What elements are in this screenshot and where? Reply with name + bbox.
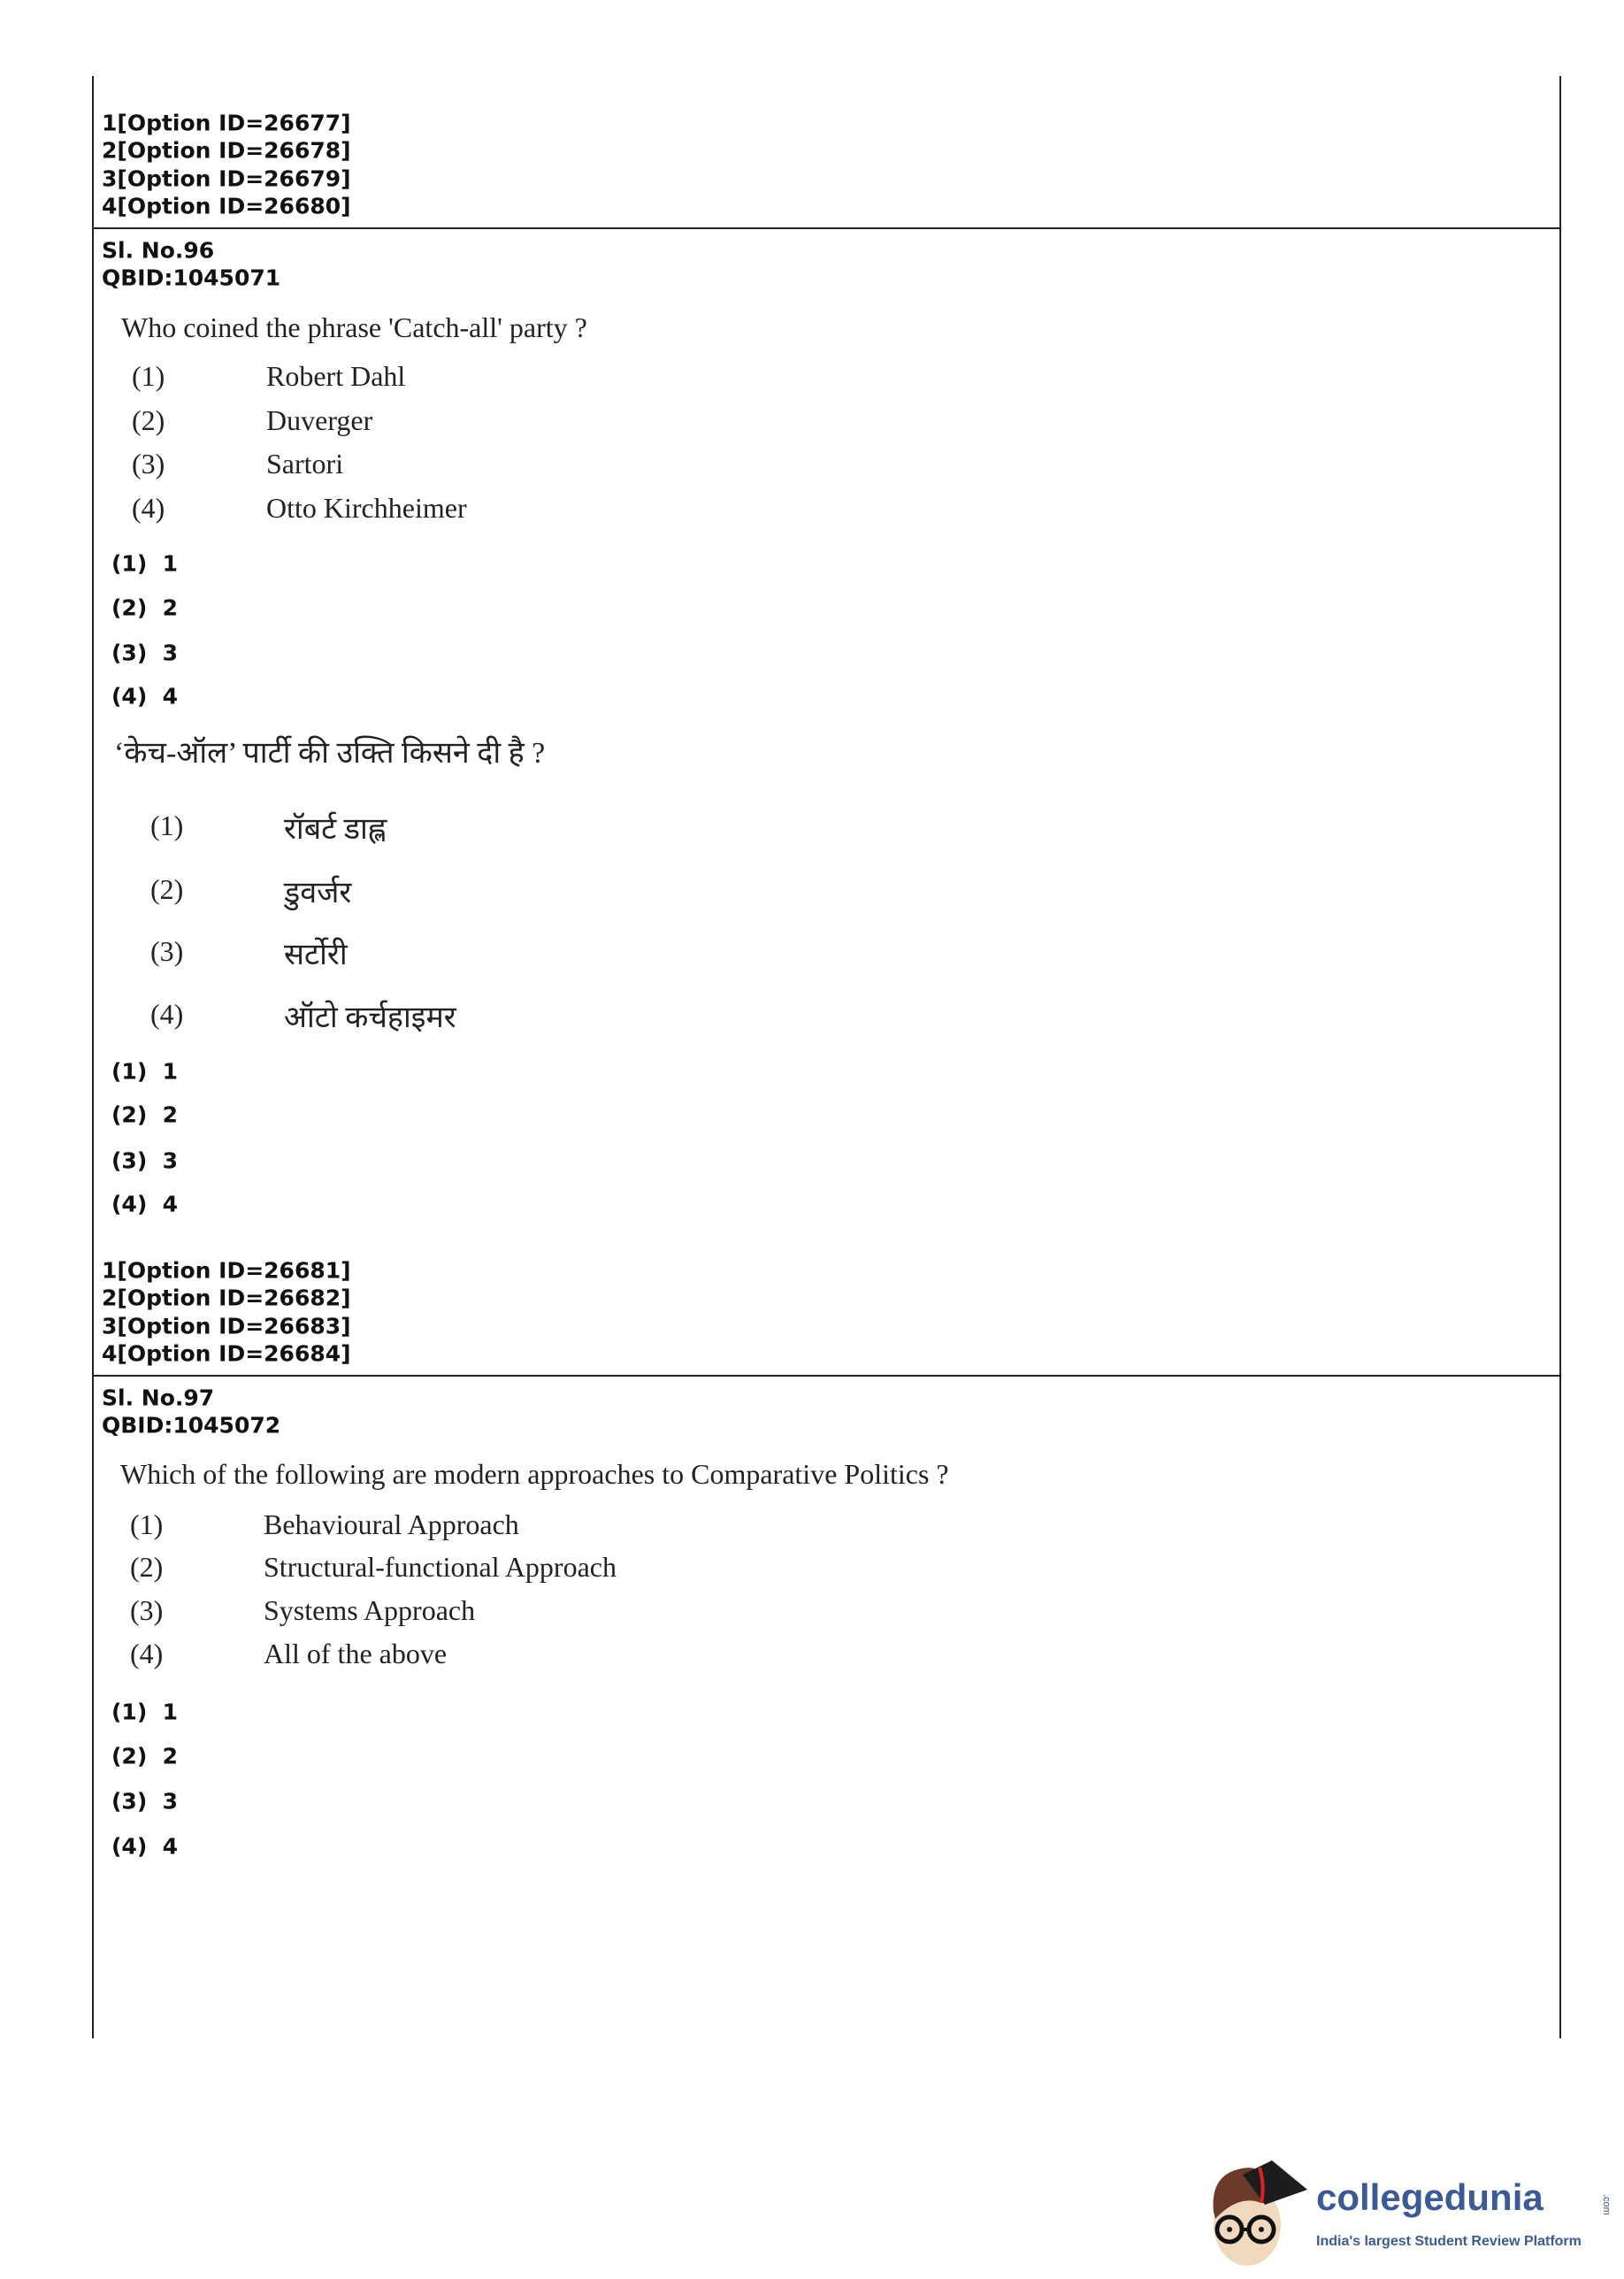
qbid: QBID:1045072 (102, 1412, 281, 1439)
brand-name: collegedunia (1316, 2176, 1544, 2218)
option-number: (4) (150, 998, 184, 1030)
answer-choice[interactable]: (1) 1 (111, 550, 179, 577)
option-number: (4) (132, 492, 165, 524)
option-text-hindi: सर्टोरी (284, 939, 348, 971)
option-text: Duverger (266, 404, 373, 436)
option-number: (2) (130, 1551, 164, 1583)
left-border (92, 76, 94, 2038)
option-text: Otto Kirchheimer (266, 492, 467, 524)
right-border (1559, 76, 1561, 2038)
answer-choice[interactable]: (3) 3 (111, 1788, 179, 1815)
option-id: 1[Option ID=26677] (102, 110, 351, 136)
option-number: (3) (150, 935, 184, 967)
option-number: (1) (130, 1508, 164, 1540)
option-id: 3[Option ID=26683] (102, 1313, 351, 1339)
question-text: Who coined the phrase 'Catch-all' party … (121, 311, 587, 343)
option-number: (4) (130, 1638, 164, 1669)
option-text: Systems Approach (264, 1594, 476, 1626)
brand-domain: .com (1601, 2194, 1612, 2215)
answer-choice[interactable]: (2) 2 (111, 595, 179, 621)
option-number: (2) (132, 404, 165, 436)
answer-choice[interactable]: (4) 4 (111, 1833, 179, 1860)
option-text-hindi: रॉबर्ट डाह्ल (284, 813, 387, 846)
option-text-hindi: ऑटो कर्चहाइमर (284, 1001, 456, 1034)
answer-choice[interactable]: (3) 3 (111, 640, 179, 666)
option-text: Behavioural Approach (264, 1508, 519, 1540)
brand-tagline: India's largest Student Review Platform (1316, 2234, 1582, 2249)
option-id: 4[Option ID=26684] (102, 1340, 351, 1367)
answer-choice[interactable]: (4) 4 (111, 683, 179, 710)
serial-number: Sl. No.96 (102, 237, 215, 264)
option-text: Structural-functional Approach (264, 1551, 617, 1583)
mascot-icon (1213, 2160, 1307, 2266)
answer-choice[interactable]: (4) 4 (111, 1191, 179, 1217)
option-id: 4[Option ID=26680] (102, 193, 351, 219)
option-text: All of the above (264, 1638, 448, 1669)
collegedunia-logo: collegedunia .com India's largest Studen… (1203, 2150, 1624, 2274)
question-text: Which of the following are modern approa… (120, 1458, 949, 1490)
serial-number: Sl. No.97 (102, 1385, 215, 1411)
qbid: QBID:1045071 (102, 265, 281, 291)
answer-choice[interactable]: (2) 2 (111, 1743, 179, 1769)
option-number: (1) (132, 360, 165, 392)
option-number: (1) (150, 810, 184, 841)
option-id: 2[Option ID=26678] (102, 137, 351, 164)
option-number: (2) (150, 873, 184, 905)
answer-choice[interactable]: (2) 2 (111, 1101, 179, 1128)
answer-choice[interactable]: (1) 1 (111, 1058, 179, 1085)
divider (92, 227, 1561, 229)
option-number: (3) (130, 1594, 164, 1626)
option-id: 2[Option ID=26682] (102, 1285, 351, 1311)
question-text-hindi: ‘केच-ऑल’ पार्टी की उक्ति किसने दी है ? (114, 737, 546, 770)
option-text-hindi: डुवर्जर (284, 877, 352, 909)
divider (92, 1375, 1561, 1377)
option-text: Sartori (266, 448, 344, 480)
answer-choice[interactable]: (1) 1 (111, 1699, 179, 1725)
option-number: (3) (132, 448, 165, 480)
option-id: 1[Option ID=26681] (102, 1257, 351, 1284)
answer-choice[interactable]: (3) 3 (111, 1147, 179, 1174)
option-text: Robert Dahl (266, 360, 406, 392)
option-id: 3[Option ID=26679] (102, 165, 351, 192)
